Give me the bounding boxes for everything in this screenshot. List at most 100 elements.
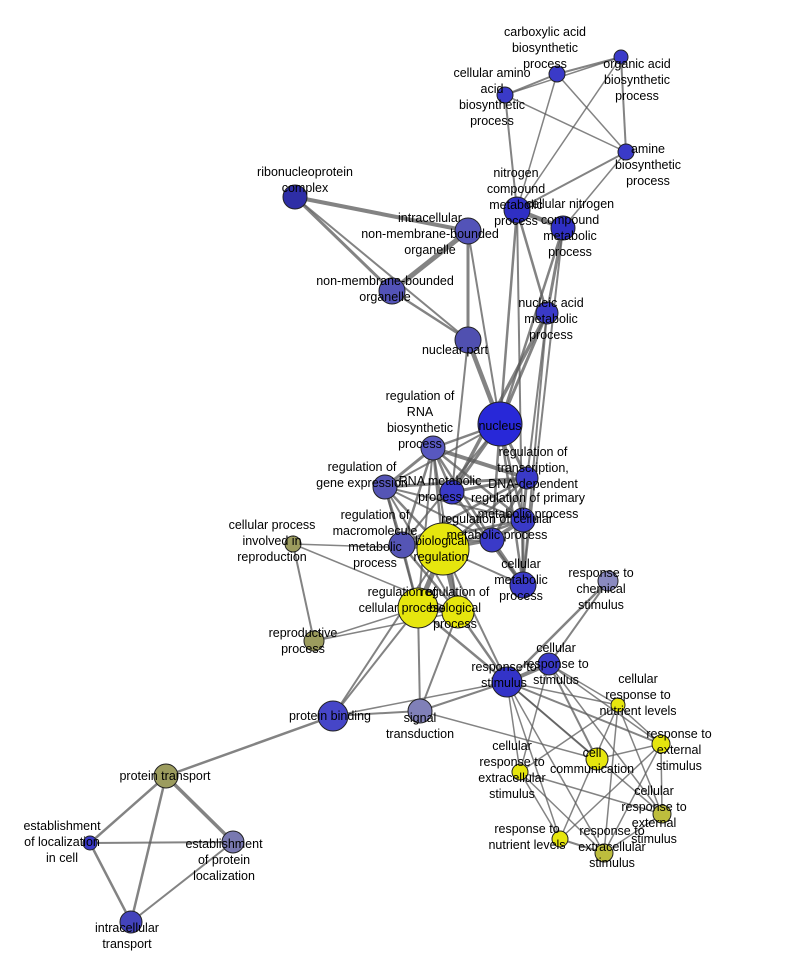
node-bioreg[interactable]: [416, 522, 470, 576]
node-amine[interactable]: [617, 143, 635, 161]
node-cellcomm[interactable]: [585, 747, 609, 771]
edge-crespnutr-respextra: [603, 704, 619, 854]
node-label-cellmet: cellular: [501, 557, 541, 571]
node-respext[interactable]: [651, 734, 671, 754]
node-label-inmbo: intracellular: [398, 211, 462, 225]
node-estloc[interactable]: [82, 835, 98, 851]
node-crespextra[interactable]: [511, 763, 529, 781]
node-cellmet[interactable]: [509, 571, 537, 599]
node-label-regprim: metabolic process: [478, 507, 579, 521]
node-label-respext: stimulus: [656, 759, 702, 773]
node-caba[interactable]: [548, 65, 566, 83]
edge-sigtrans-regbioproc: [419, 611, 459, 712]
node-crespexter[interactable]: [652, 804, 672, 824]
node-nucleus[interactable]: [477, 401, 523, 447]
node-nmbo[interactable]: [378, 277, 406, 305]
node-label-oaba: process: [615, 89, 659, 103]
node-cnitro[interactable]: [550, 215, 576, 241]
node-label-amino: acid: [481, 82, 504, 96]
node-regmacro[interactable]: [388, 531, 416, 559]
edge-respstim-respchem: [506, 580, 609, 683]
node-label-intratrans: intracellular: [95, 921, 159, 935]
node-label-intratrans: transport: [102, 937, 152, 951]
node-amino[interactable]: [496, 86, 514, 104]
node-respchem[interactable]: [597, 570, 619, 592]
node-label-crespstim: cellular: [536, 641, 576, 655]
node-label-ribo: complex: [282, 181, 329, 195]
node-regtrans[interactable]: [515, 466, 539, 490]
node-label-amino: biosynthetic: [459, 98, 525, 112]
node-protbind[interactable]: [317, 700, 349, 732]
node-label-cellcomm: cell: [583, 746, 602, 760]
node-label-nacid: nucleic acid: [518, 296, 583, 310]
node-label-regtrans: transcription,: [497, 461, 569, 475]
node-label-cellmet: process: [499, 589, 543, 603]
nodes-layer: [82, 49, 672, 934]
node-label-crespnutr: nutrient levels: [599, 704, 676, 718]
node-label-estprot: establishment: [185, 837, 263, 851]
edge-caba-amine: [556, 73, 627, 153]
node-regcellproc[interactable]: [397, 587, 439, 629]
edge-amine-nitro: [516, 151, 627, 211]
edge-crespstim-crespnutr: [548, 663, 619, 706]
node-respnutr[interactable]: [551, 830, 569, 848]
node-label-caba: process: [523, 57, 567, 71]
edge-cnitro-nacid: [545, 227, 565, 314]
node-oaba[interactable]: [613, 49, 629, 65]
node-label-amine: process: [626, 174, 670, 188]
node-repro[interactable]: [303, 630, 325, 652]
node-label-regbioproc: process: [433, 617, 477, 631]
node-reggene[interactable]: [372, 474, 398, 500]
node-label-crespnutr: response to: [605, 688, 670, 702]
node-label-regrna: process: [398, 437, 442, 451]
node-label-protbind: protein binding: [289, 709, 371, 723]
edge-estloc-estprot: [89, 841, 234, 844]
node-label-repro: reproductive: [269, 626, 338, 640]
edge-prottrans-intratrans: [129, 775, 168, 923]
node-label-crespnutr: cellular: [618, 672, 658, 686]
node-label-cprepro: reproduction: [237, 550, 307, 564]
node-crespstim[interactable]: [537, 652, 561, 676]
node-crespnutr[interactable]: [610, 697, 626, 713]
node-inmbo[interactable]: [454, 217, 482, 245]
node-label-reggene: gene expression: [316, 476, 408, 490]
edge-crespnutr-crespextra: [519, 704, 619, 773]
node-label-inmbo: non-membrane-bounded: [361, 227, 499, 241]
node-rnamet[interactable]: [439, 479, 465, 505]
edge-protbind-regcellproc: [332, 607, 419, 717]
node-label-regmacro: process: [353, 556, 397, 570]
node-respstim[interactable]: [491, 666, 523, 698]
node-estprot[interactable]: [221, 830, 245, 854]
node-intratrans[interactable]: [119, 910, 143, 934]
node-nacid[interactable]: [535, 301, 559, 325]
node-nitro[interactable]: [503, 196, 531, 224]
node-label-nitro: nitrogen: [493, 166, 538, 180]
node-npart[interactable]: [454, 326, 482, 354]
node-cprepro[interactable]: [284, 535, 302, 553]
node-label-respstim: response to: [471, 660, 536, 674]
node-sigtrans[interactable]: [407, 698, 433, 724]
node-label-regrna: RNA: [407, 405, 434, 419]
edge-estloc-intratrans: [88, 842, 133, 923]
node-label-crespextra: response to: [479, 755, 544, 769]
edge-crespnutr-crespexter: [617, 704, 663, 815]
node-label-regrna: regulation of: [386, 389, 455, 403]
node-label-crespextra: stimulus: [489, 787, 535, 801]
node-label-amino: cellular amino: [453, 66, 530, 80]
edge-amino-nitro: [504, 94, 518, 211]
node-ribo[interactable]: [282, 184, 308, 210]
node-respextra[interactable]: [594, 843, 614, 863]
node-label-regmacro: metabolic: [348, 540, 402, 554]
node-regcellmet[interactable]: [479, 527, 505, 553]
edge-amine-cnitro: [562, 151, 627, 229]
node-label-regprim: regulation of primary: [471, 491, 586, 505]
node-label-respnutr: response to: [494, 822, 559, 836]
node-label-nitro: compound: [487, 182, 545, 196]
node-regprim[interactable]: [510, 507, 536, 533]
node-regbioproc[interactable]: [441, 595, 475, 629]
edge-oaba-nitro: [516, 56, 622, 211]
node-regrna[interactable]: [420, 435, 446, 461]
node-label-oaba: organic acid: [603, 57, 670, 71]
node-prottrans[interactable]: [153, 763, 179, 789]
